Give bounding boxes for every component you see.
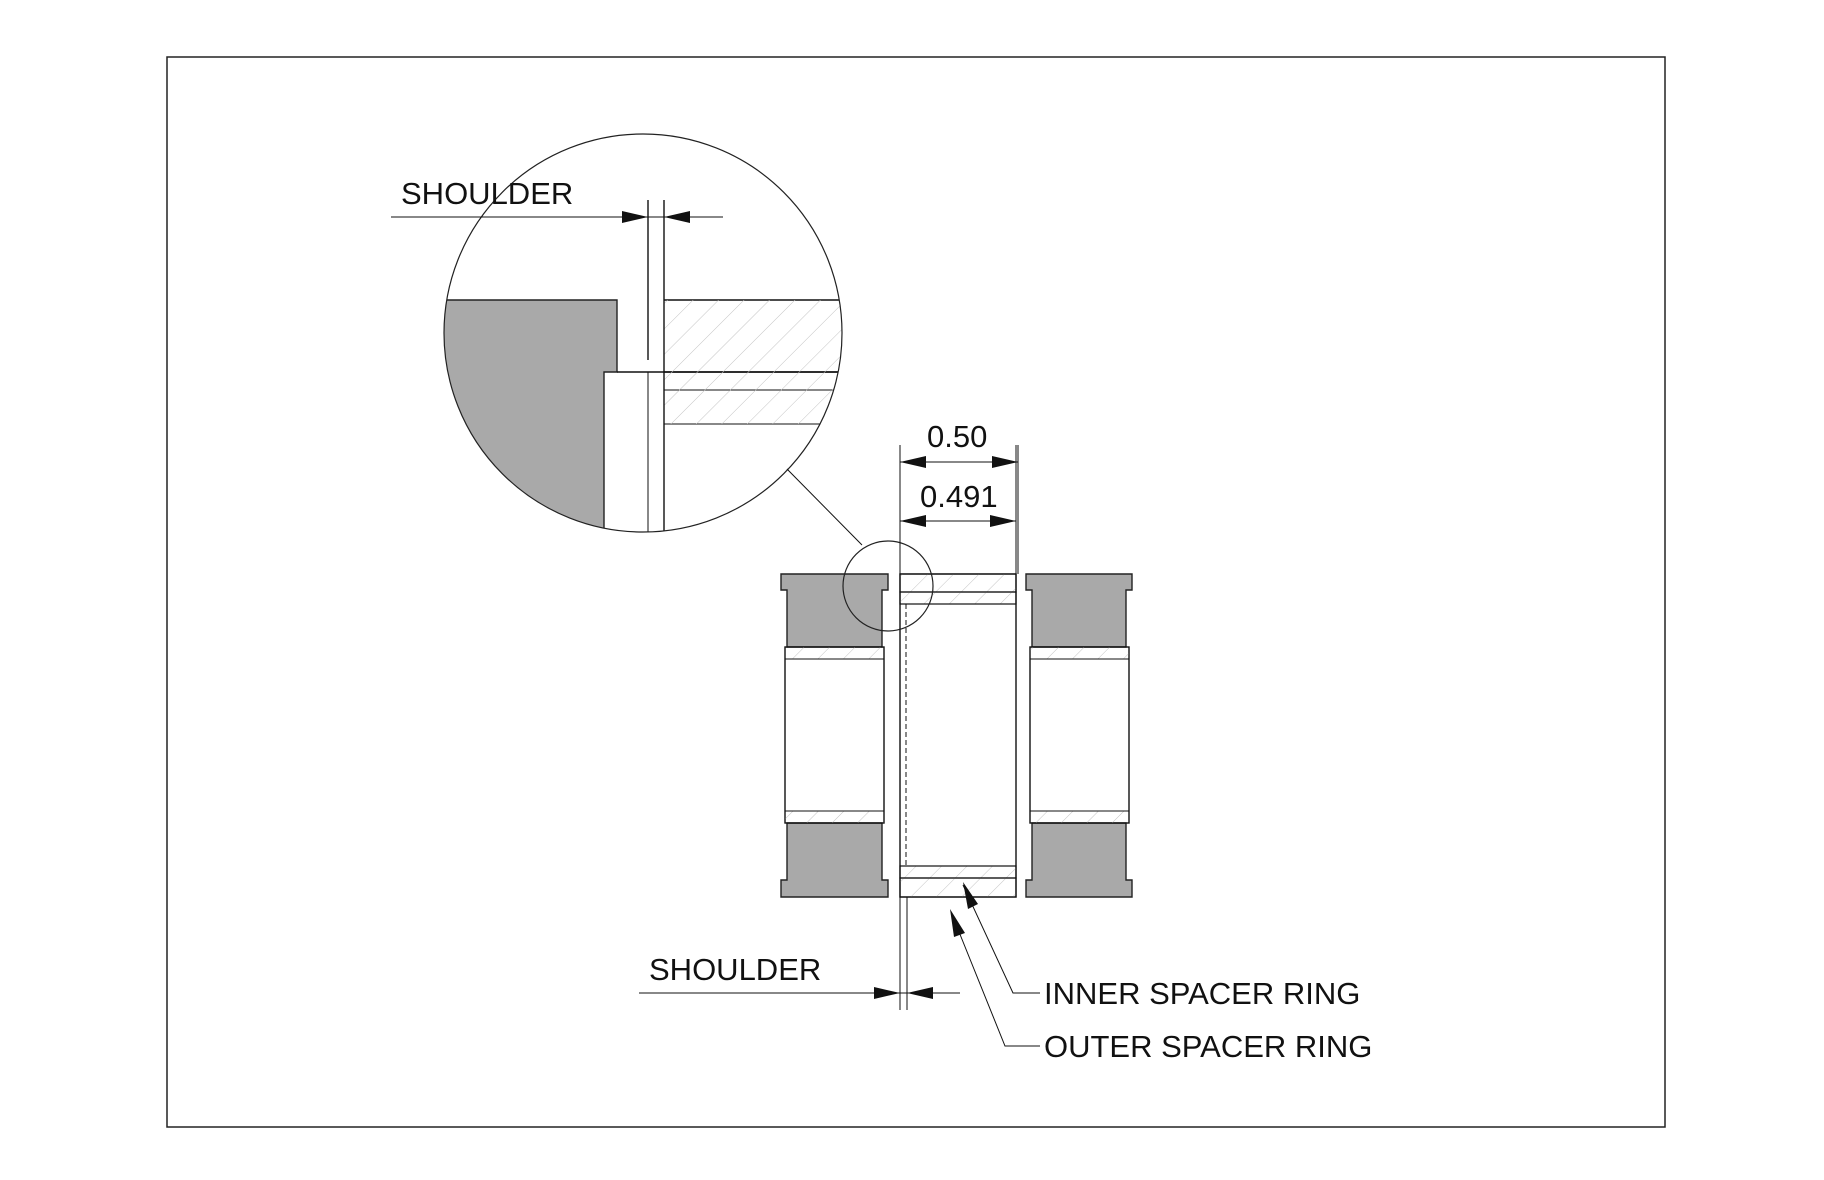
- detail-housing-section: [444, 299, 618, 532]
- bearing-assembly: [780, 540, 1133, 898]
- dimension-inner-label: 0.491: [920, 479, 998, 514]
- inner-spacer-ring-top: [899, 591, 1017, 605]
- detail-shoulder-arrow-right: [664, 211, 690, 223]
- detail-shoulder-arrow-left: [622, 211, 648, 223]
- left-housing-upper: [780, 573, 889, 648]
- inner-spacer-ring-label: INNER SPACER RING: [1044, 976, 1360, 1011]
- inner-spacer-ring-bottom: [899, 865, 1017, 879]
- drawing-border: [166, 56, 1666, 1128]
- outer-spacer-ring-top: [899, 573, 1017, 593]
- detail-spacer-hatch: [664, 300, 842, 424]
- dimensions: 0.50 0.491 SHOULDER: [639, 419, 1019, 1010]
- right-housing-lower: [1025, 822, 1133, 898]
- callouts: INNER SPACER RING OUTER SPACER RING: [950, 882, 1372, 1064]
- spacer-body: [899, 573, 1017, 898]
- left-housing-lower: [780, 822, 889, 898]
- detail-circle: [443, 133, 843, 533]
- detail-shoulder-label: SHOULDER: [401, 176, 573, 211]
- right-housing-upper: [1025, 573, 1133, 648]
- detail-indicator-circle: [842, 540, 934, 632]
- outer-spacer-ring-bottom: [899, 877, 1017, 898]
- shoulder-label: SHOULDER: [649, 952, 821, 987]
- outer-spacer-ring-label: OUTER SPACER RING: [1044, 1029, 1372, 1064]
- dimension-outer-label: 0.50: [927, 419, 987, 454]
- detail-view: SHOULDER: [391, 133, 863, 546]
